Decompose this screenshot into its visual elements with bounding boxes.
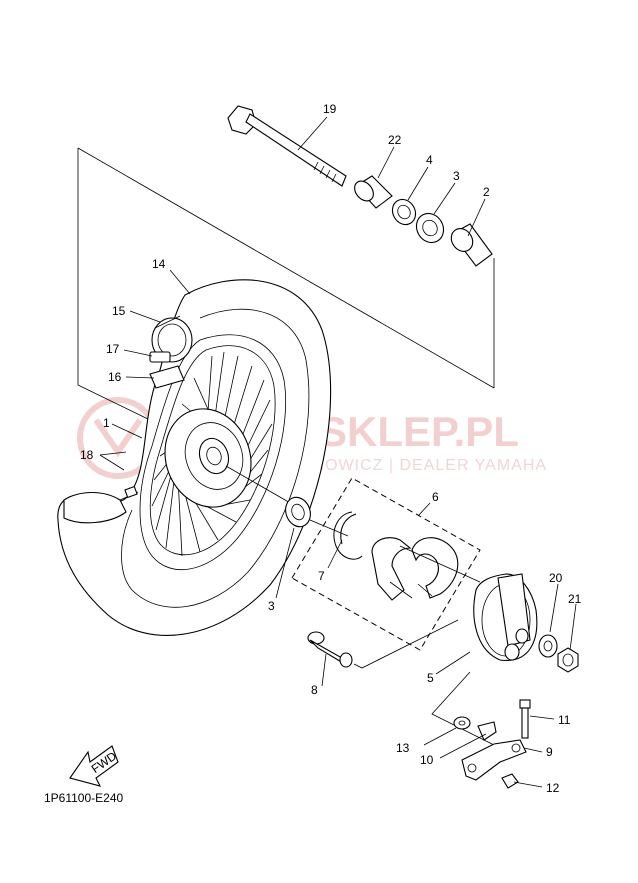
bearing-3-upper <box>415 212 445 244</box>
forward-direction-arrow: FWD <box>69 745 119 787</box>
washer <box>538 634 558 658</box>
bearing-3-lower <box>285 496 349 537</box>
axis-line-lever <box>431 671 509 753</box>
callout-14: 14 <box>152 257 166 271</box>
callout-13: 13 <box>396 741 410 755</box>
lever-washer <box>453 716 471 730</box>
callout-1: 1 <box>103 416 110 430</box>
callout-leaders <box>99 116 577 788</box>
callout-20: 20 <box>549 571 563 585</box>
lever-nut <box>501 773 519 789</box>
brake-shoe-kit-frame <box>291 477 481 651</box>
callout-22: 22 <box>388 133 402 147</box>
callout-10: 10 <box>420 753 434 767</box>
callout-18: 18 <box>80 448 94 462</box>
callout-3-lower: 3 <box>268 599 275 613</box>
axis-line-hub <box>225 465 293 505</box>
camshaft-lever <box>461 739 527 781</box>
wheel-assembly <box>57 279 332 636</box>
brake-camshaft <box>307 619 459 669</box>
brake-shoes <box>371 537 481 601</box>
callout-11: 11 <box>558 713 571 727</box>
callout-9: 9 <box>546 745 553 759</box>
callout-17: 17 <box>106 342 120 356</box>
callout-3-upper: 3 <box>453 169 460 183</box>
axle-nut <box>557 647 579 673</box>
valve-nut <box>149 351 171 363</box>
callout-4: 4 <box>426 153 433 167</box>
lever-bolt <box>519 699 531 739</box>
callout-5: 5 <box>427 671 434 685</box>
callout-8: 8 <box>311 683 318 697</box>
callout-7: 7 <box>318 569 325 583</box>
callout-15: 15 <box>112 304 126 318</box>
callout-2: 2 <box>483 185 490 199</box>
callout-21: 21 <box>568 592 582 606</box>
callout-labels: 19 22 4 3 2 14 15 17 16 1 18 6 7 3 5 8 2… <box>80 102 582 795</box>
callout-6: 6 <box>432 490 439 504</box>
rim-band-clip <box>149 365 185 389</box>
callout-19: 19 <box>323 102 337 116</box>
valve-cap <box>151 315 193 363</box>
callout-16: 16 <box>108 370 122 384</box>
watermark-subtitle: RHOWICZ | DEALER YAMAHA <box>300 457 547 474</box>
brake-shoe-plate <box>473 573 538 661</box>
bearing-4 <box>391 198 417 226</box>
indicator-plate <box>477 721 497 741</box>
diagram-code: 1P61100-E240 <box>44 791 124 805</box>
axle-guide-lines <box>77 147 495 421</box>
callout-12: 12 <box>546 781 560 795</box>
valve-stem <box>63 485 139 524</box>
spacer <box>450 223 493 267</box>
collar <box>354 175 393 209</box>
axle-bolt <box>227 105 347 187</box>
